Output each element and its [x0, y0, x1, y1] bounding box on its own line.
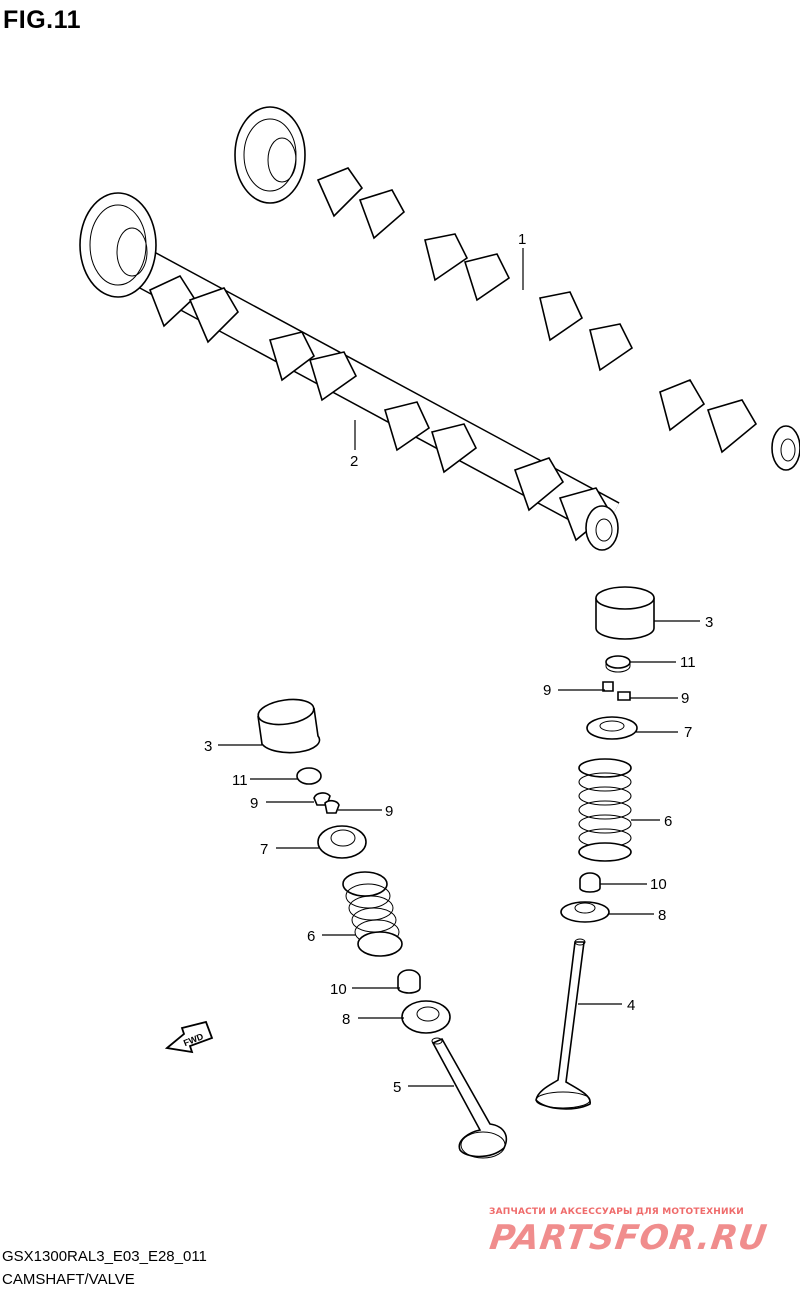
callout-tappet-left: 3	[204, 738, 212, 755]
shim-left[interactable]	[296, 767, 322, 785]
callout-shim-left: 11	[232, 772, 248, 789]
fwd-arrow-icon: FWD	[164, 1020, 214, 1054]
seat-right[interactable]	[560, 901, 610, 923]
seal-left[interactable]	[397, 969, 421, 994]
retainer-left[interactable]	[317, 825, 367, 859]
shim-right[interactable]	[605, 655, 631, 673]
spring-left[interactable]	[342, 871, 403, 957]
callout-retainer-right: 7	[684, 724, 692, 741]
callout-retainer-left: 7	[260, 841, 268, 858]
retainer-right[interactable]	[586, 716, 638, 740]
callout-seat-right: 8	[658, 907, 666, 924]
valve-stack-right: 3 11 9 9 7	[535, 586, 713, 1110]
callout-seat-left: 8	[342, 1011, 350, 1028]
tappet-right[interactable]	[595, 586, 655, 640]
callout-valve-right: 4	[627, 997, 635, 1014]
seal-right[interactable]	[579, 872, 601, 893]
camshaft-1[interactable]	[234, 106, 800, 471]
callout-cotter-right-b: 9	[681, 690, 689, 707]
watermark-tagline: ЗАПЧАСТИ И АКСЕССУАРЫ ДЛЯ МОТОТЕХНИКИ	[489, 1207, 744, 1217]
seat-left[interactable]	[401, 1000, 451, 1034]
callout-cotter-right-a: 9	[543, 682, 551, 699]
callout-cotter-left-a: 9	[250, 795, 258, 812]
watermark-brand: PARTSFOR.RU	[487, 1218, 770, 1258]
callout-spring-left: 6	[307, 928, 315, 945]
callout-valve-left: 5	[393, 1079, 401, 1096]
callout-shim-right: 11	[680, 654, 696, 671]
section-name: CAMSHAFT/VALVE	[2, 1271, 135, 1288]
valve-stack-left: 3 11 9 9 7 6	[204, 696, 508, 1159]
figure-title: FIG.11	[3, 6, 82, 34]
tappet-left[interactable]	[257, 696, 321, 754]
spring-right[interactable]	[578, 758, 632, 862]
cotter-right[interactable]	[602, 681, 631, 701]
model-code: GSX1300RAL3_E03_E28_011	[2, 1248, 207, 1265]
callout-seal-left: 10	[330, 981, 347, 998]
camshaft-2[interactable]	[79, 192, 620, 551]
cotter-left[interactable]	[313, 792, 340, 814]
callout-spring-right: 6	[664, 813, 672, 830]
valve-right[interactable]	[535, 938, 591, 1110]
callout-seal-right: 10	[650, 876, 667, 893]
callout-camshaft-2: 2	[350, 453, 358, 470]
callout-camshaft-1: 1	[518, 231, 526, 248]
callout-cotter-left-b: 9	[385, 803, 393, 820]
callout-tappet-right: 3	[705, 614, 713, 631]
valve-left[interactable]	[431, 1037, 508, 1159]
